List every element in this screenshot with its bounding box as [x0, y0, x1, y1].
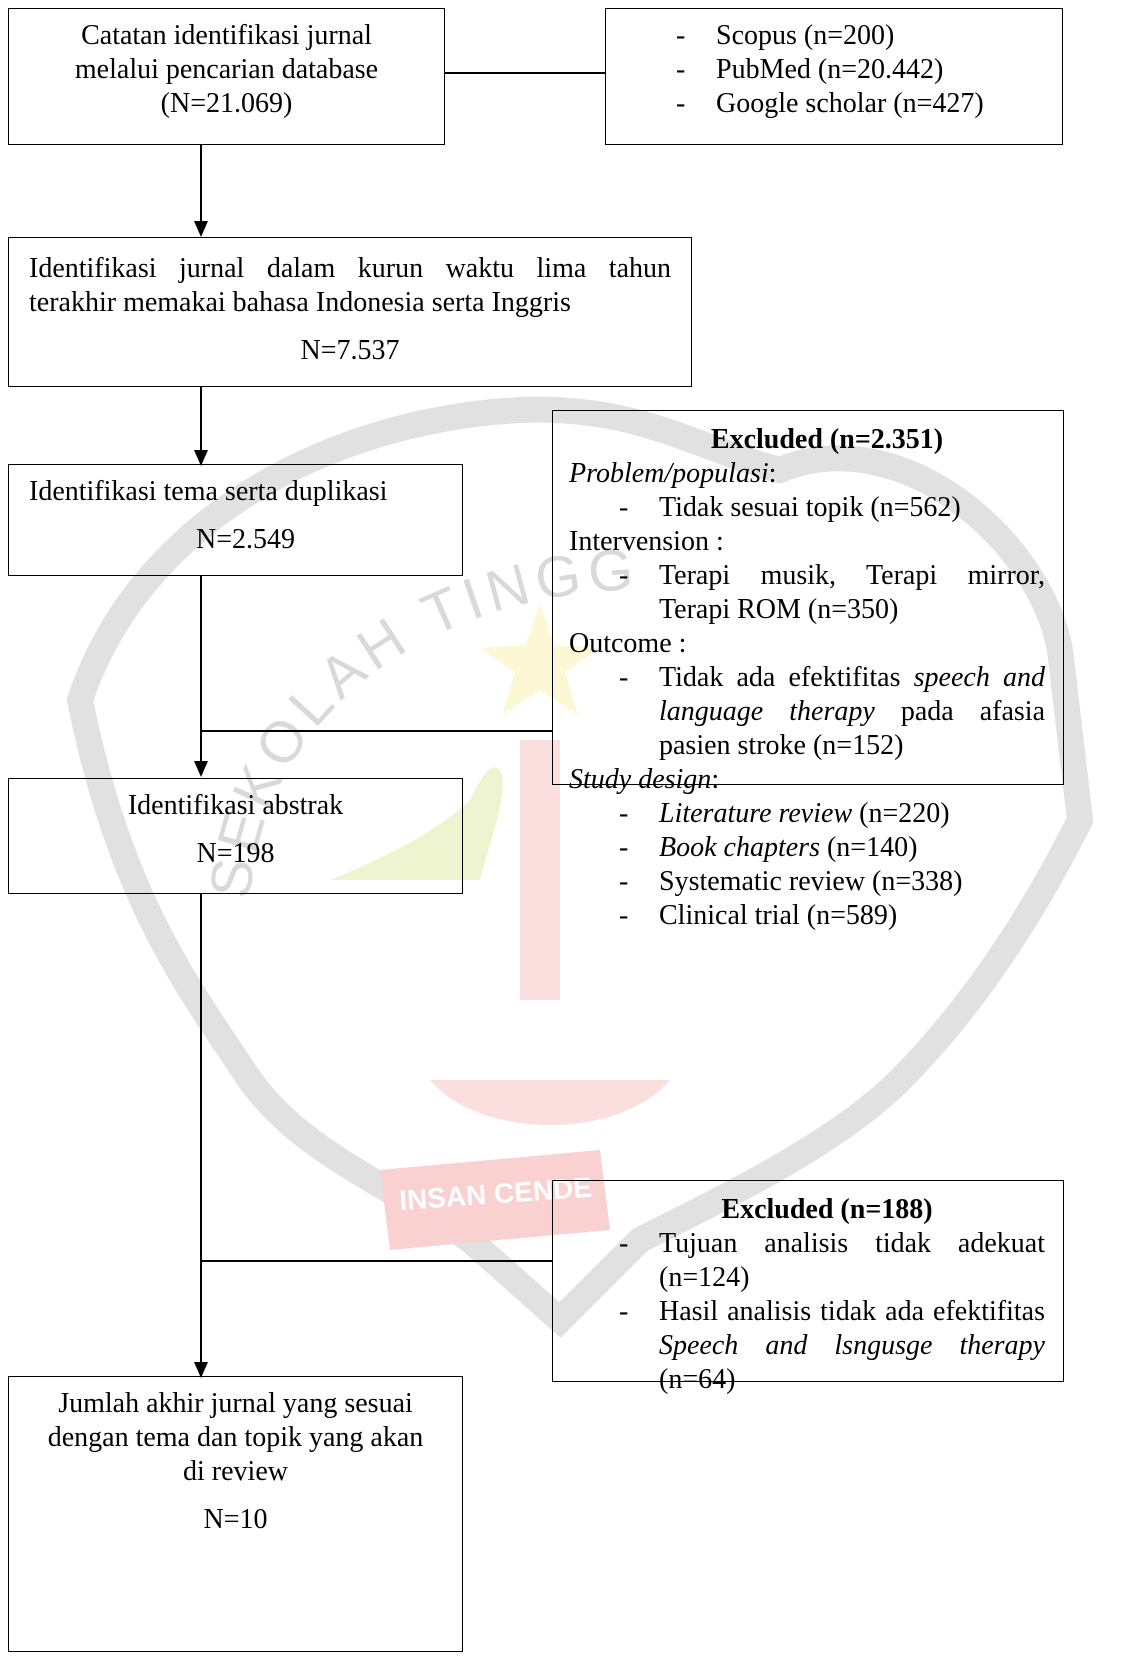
time-filter-text: Identifikasi jurnal dalam kurun waktu li…	[29, 253, 671, 318]
final-line-2: dengan tema dan topik yang akan	[47, 1422, 424, 1453]
abstract-box: Identifikasi abstrak N=198	[8, 778, 463, 894]
time-filter-box: Identifikasi jurnal dalam kurun waktu li…	[8, 237, 692, 387]
design-label: Study design:	[569, 764, 720, 795]
watermark-bowl	[430, 1080, 670, 1125]
arrowhead-to-final-box	[194, 1362, 208, 1378]
identification-line-2: melalui pencarian database	[74, 54, 379, 85]
source-item-pubmed: - PubMed (n=20.442)	[676, 54, 944, 85]
design-item-clinical: - Clinical trial (n=589)	[619, 900, 898, 931]
excluded-box-2: Excluded (n=188) - Tujuan analisis tidak…	[552, 1180, 1064, 1395]
outcome-item: - Tidak ada efektifitas speech and langu…	[619, 662, 1045, 761]
sources-box: - Scopus (n=200) - PubMed (n=20.442) - G…	[605, 8, 1063, 145]
watermark-torch	[520, 740, 560, 1000]
time-filter-count: N=7.537	[300, 335, 400, 366]
intervention-label: Intervension :	[569, 526, 724, 557]
problem-label: Problem/populasi:	[569, 458, 777, 489]
final-line-1: Jumlah akhir jurnal yang sesuai	[58, 1388, 413, 1419]
source-item-scopus: - Scopus (n=200)	[676, 20, 895, 51]
arrowhead-to-abstract-box	[194, 761, 208, 777]
final-box: Jumlah akhir jurnal yang sesuai dengan t…	[8, 1376, 463, 1652]
connector-3-4	[200, 576, 202, 763]
intervention-item: - Terapi musik, Terapi mirror, Terapi RO…	[619, 560, 1045, 625]
design-item-book: - Book chapters (n=140)	[619, 832, 918, 863]
connector-1-2	[200, 145, 202, 223]
sources-list: - Scopus (n=200) - PubMed (n=20.442) - G…	[606, 19, 1062, 121]
identification-line-3: (N=21.069)	[160, 88, 293, 119]
identification-line-1: Catatan identifikasi jurnal	[81, 20, 372, 51]
identification-box: Catatan identifikasi jurnal melalui penc…	[8, 8, 445, 145]
connector-2-3	[200, 387, 202, 452]
design-item-literature: - Literature review (n=220)	[619, 798, 950, 829]
excluded2-item-1: - Tujuan analisis tidak adekuat (n=124)	[619, 1228, 1045, 1293]
abstract-count: N=198	[196, 838, 275, 869]
abstract-text: Identifikasi abstrak	[127, 790, 344, 821]
theme-text: Identifikasi tema serta duplikasi	[29, 476, 388, 507]
excluded2-title: Excluded (n=188)	[721, 1194, 933, 1225]
watermark-star	[480, 605, 600, 715]
source-item-google-scholar: - Google scholar (n=427)	[676, 88, 984, 119]
outcome-label: Outcome :	[569, 628, 687, 659]
watermark-leaf	[330, 767, 503, 880]
final-line-3: di review	[183, 1456, 288, 1487]
excluded2-item-2: - Hasil analisis tidak ada efektifitas S…	[619, 1296, 1045, 1395]
theme-count: N=2.549	[195, 524, 295, 555]
connector-4-5	[200, 894, 202, 1364]
theme-box: Identifikasi tema serta duplikasi N=2.54…	[8, 464, 463, 576]
problem-item: - Tidak sesuai topik (n=562)	[619, 492, 961, 523]
connector-branch-excluded1	[200, 730, 552, 732]
connector-top-horizontal	[445, 72, 605, 74]
excluded1-title: Excluded (n=2.351)	[710, 424, 944, 455]
arrowhead-to-time-box	[194, 221, 208, 237]
excluded-box-1: Excluded (n=2.351) Problem/populasi: - T…	[552, 410, 1064, 931]
watermark-shield-outline	[66, 396, 1094, 1338]
connector-branch-excluded2	[200, 1260, 552, 1262]
final-count: N=10	[203, 1504, 268, 1535]
design-item-systematic: - Systematic review (n=338)	[619, 866, 963, 897]
arrowhead-to-theme-box	[194, 450, 208, 466]
